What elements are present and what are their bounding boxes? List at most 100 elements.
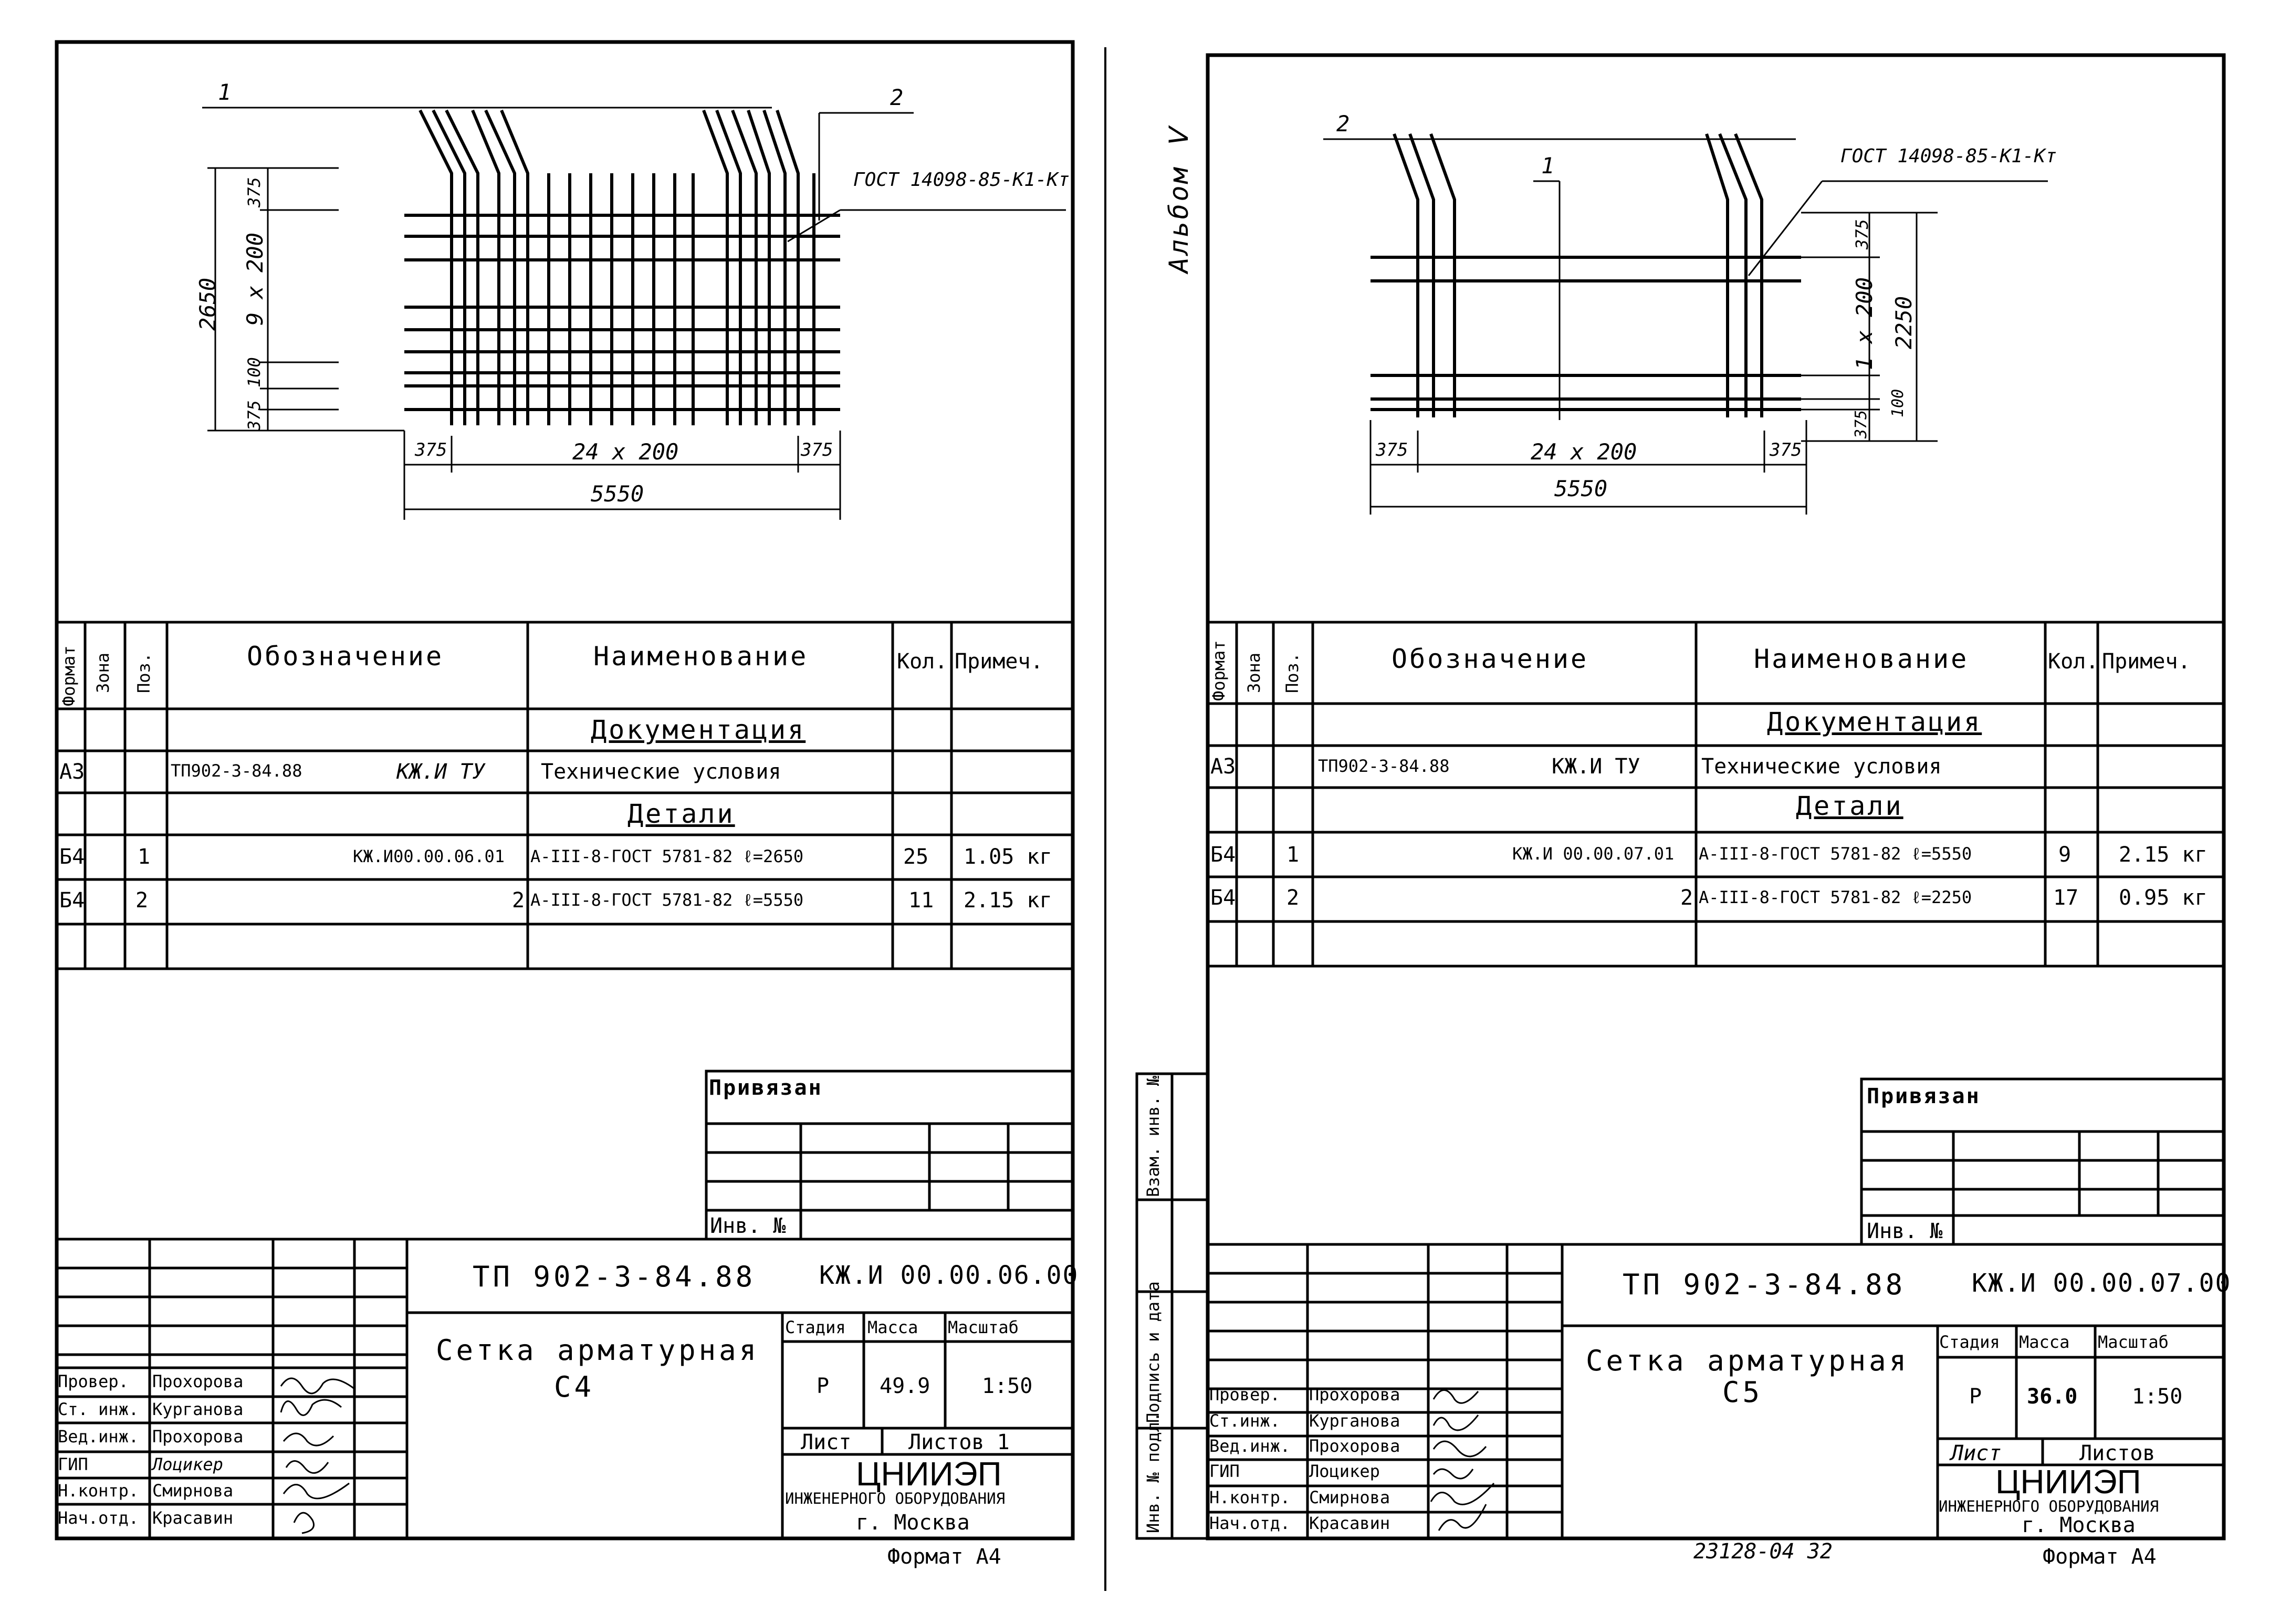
section-parts-b: Детали [1796,791,1903,821]
row1-designation-a-b: ТП902-3-84.88 [1318,756,1450,776]
sig-role-5b: Н.контр. [1209,1487,1291,1507]
stage-value-b: Р [1969,1385,1982,1409]
row2-format-b: Б4 [1210,843,1236,867]
side-stamp-replace-inv: Взам. инв. № [1143,1075,1163,1197]
sig-role-6: Нач.отд. [58,1508,139,1528]
col-qty-b: Кол. [2048,649,2099,674]
org-sub: инженерного оборудования [785,1490,1006,1507]
sig-name-4: Лоцикер [152,1454,223,1474]
org-city: г. Москва [856,1511,970,1535]
sig-name-3b: Прохорова [1309,1436,1400,1456]
section-docs-b: Документация [1767,707,1982,737]
row1-format-b: А3 [1210,755,1236,779]
sig-role-2b: Ст.инж. [1209,1411,1280,1431]
row3-name-b: А-III-8-ГОСТ 5781-82 ℓ=2250 [1699,887,1972,907]
row2-name: А-III-8-ГОСТ 5781-82 ℓ=2650 [530,846,804,866]
row2-name-b: А-III-8-ГОСТ 5781-82 ℓ=5550 [1699,844,1972,864]
stage-value: Р [817,1374,830,1398]
dim-bottom-edge: 375 [244,400,264,431]
sheet2-mesh [1371,133,1801,417]
sheet-label-b: Лист [1951,1441,2002,1465]
inv-no-label: Инв. № [710,1214,786,1238]
section-docs: Документация [591,715,806,745]
dim-total-height: 2650 [195,277,221,331]
callout-2: 2 [890,85,904,110]
sig-role-2: Ст. инж. [58,1399,139,1419]
org-sub-b: инженерного оборудования [1939,1497,2159,1515]
mass-label: Масса [867,1317,918,1337]
sig-name-4b: Лоцикер [1309,1461,1380,1481]
side-stamp-inv-orig: Инв. № подл. [1143,1411,1163,1533]
sig-name-6: Красавин [152,1508,234,1528]
dim-total-height-b: 2250 [1891,296,1917,349]
col-note: Примеч. [955,649,1043,674]
row3-pos: 2 [135,888,149,913]
sheet1-mesh [404,109,840,425]
row2-designation-b: КЖ.И 00.00.07.01 [1512,844,1675,864]
scale-label: Масштаб [948,1317,1019,1337]
dim-total-width-b: 5550 [1554,476,1608,501]
dim-spacing-horizontal-b: 24 x 200 [1531,439,1637,465]
dim-total-width: 5550 [591,481,644,507]
dim-left-edge-b: 375 [1376,439,1408,460]
sheets-label-b: Листов [2079,1441,2156,1465]
col-designation-b: Обозначение [1392,644,1589,674]
row2-note: 1.05 кг [964,845,1052,869]
sig-role-1b: Провер. [1209,1385,1280,1405]
privyazan-label-b: Привязан [1867,1084,1981,1108]
sig-role-4: ГИП [58,1454,88,1474]
row3-qty: 11 [908,888,934,913]
row2-pos: 1 [138,845,151,869]
col-pos-b: Поз. [1282,652,1302,693]
sheet1-dimensions [202,107,1066,520]
dim-top-edge-b: 375 [1852,219,1872,249]
sig-role-6b: Нач.отд. [1209,1513,1291,1533]
row3-format: Б4 [59,888,85,913]
row3-qty-b: 17 [2053,886,2079,910]
stage-label-b: Стадия [1939,1332,2000,1352]
sig-role-4b: ГИП [1209,1461,1240,1481]
dim-gap: 100 [244,357,264,387]
row2-designation: КЖ.И00.00.06.01 [353,846,505,866]
scale-value-b: 1:50 [2132,1385,2183,1409]
side-stamp-sign-date: Подпись и дата [1143,1281,1163,1423]
col-designation: Обозначение [247,641,444,672]
row2-format: Б4 [59,845,85,869]
sig-role-1: Провер. [58,1371,129,1391]
org-name-b: ЦНИИЭП [1995,1463,2141,1501]
row1-format: А3 [59,760,85,784]
section-parts: Детали [627,799,735,829]
row3-designation: 2 [512,888,525,913]
item-title: Сетка арматурная [436,1334,760,1367]
row3-note: 2.15 кг [964,888,1052,913]
sheet2-frame [1206,53,2226,1541]
sig-name-3: Прохорова [152,1427,244,1447]
sig-role-5: Н.контр. [58,1481,139,1501]
callout-1: 1 [218,79,232,105]
dim-bottom-edge-b: 375 [1852,410,1870,438]
stage-label: Стадия [785,1317,846,1337]
dim-left-edge: 375 [415,439,447,460]
inv-no-label-b: Инв. № [1867,1219,1943,1243]
project-code: ТП 902-3-84.88 [473,1260,756,1293]
sig-name-5: Смирнова [152,1481,234,1501]
sig-name-1: Прохорова [152,1371,244,1391]
callout-2b: 2 [1336,111,1350,137]
mass-value: 49.9 [880,1374,930,1398]
mass-value-b: 36.0 [2027,1385,2078,1409]
row3-note-b: 0.95 кг [2119,886,2208,910]
project-code-b: ТП 902-3-84.88 [1623,1268,1906,1301]
row1-designation-b-b: КЖ.И ТУ [1552,755,1640,779]
row2-qty-b: 9 [2058,843,2072,867]
sig-name-5b: Смирнова [1309,1487,1390,1507]
sheet2-dimensions [1323,138,2048,515]
dim-spacing-vertical: 9 x 200 [242,232,268,326]
dim-spacing-vertical-b: 1 x 200 [1851,277,1877,370]
item-code: С4 [554,1370,595,1403]
sig-name-1b: Прохорова [1309,1385,1400,1405]
col-note-b: Примеч. [2102,649,2191,674]
dim-right-edge-b: 375 [1770,439,1802,460]
scale-value: 1:50 [982,1374,1033,1398]
